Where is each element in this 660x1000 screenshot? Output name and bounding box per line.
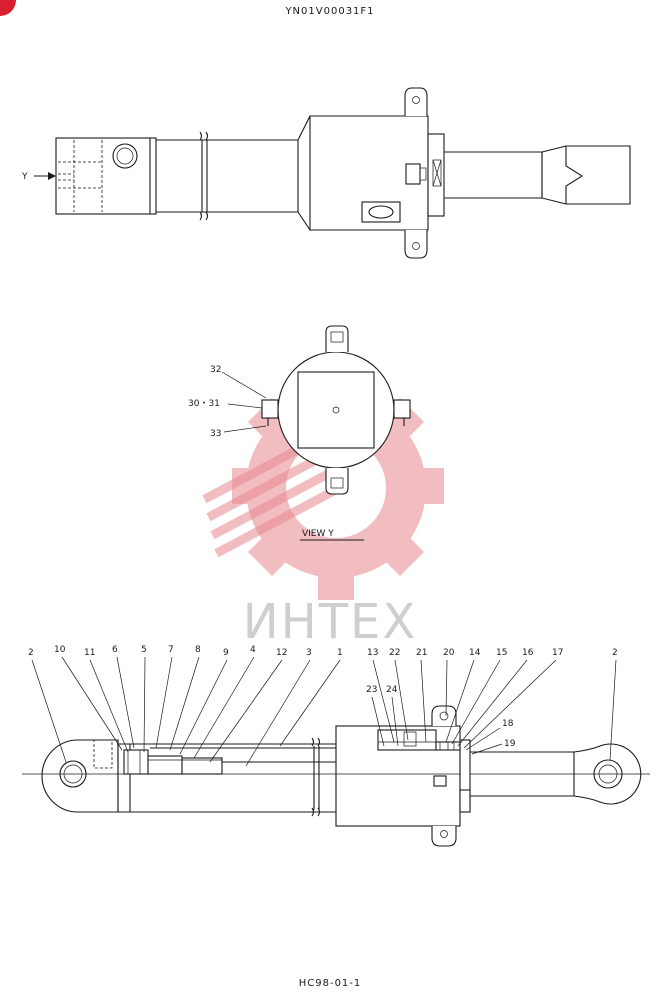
- callout-33: 33: [210, 429, 221, 439]
- callout-11: 11: [84, 648, 95, 658]
- callout-2-right: 2: [612, 648, 618, 658]
- callout-9: 9: [223, 648, 229, 658]
- callout-1: 1: [337, 648, 343, 658]
- callout-19: 19: [504, 739, 516, 749]
- top-view: Y: [21, 87, 631, 259]
- corner-red-mark: [0, 0, 16, 16]
- callout-14: 14: [469, 648, 481, 658]
- callout-8: 8: [195, 645, 201, 655]
- callout-3: 3: [306, 648, 312, 658]
- section-view: 2 10 11 6 5 7 8 9 4 12 3 1 13 22 21 20 1…: [22, 645, 650, 847]
- section-leaders: [31, 656, 617, 767]
- callout-20: 20: [443, 648, 455, 658]
- view-arrow-label: Y: [21, 172, 28, 182]
- callout-13: 13: [367, 648, 378, 658]
- callout-10: 10: [54, 645, 66, 655]
- section-callouts: 2 10 11 6 5 7 8 9 4 12 3 1 13 22 21 20 1…: [28, 645, 618, 749]
- view-y: 32 30・31 33 VIEW Y: [188, 325, 411, 541]
- page-code: HC98-01-1: [299, 978, 362, 989]
- callout-17: 17: [552, 648, 563, 658]
- callout-18: 18: [502, 719, 514, 729]
- callout-5: 5: [141, 645, 147, 655]
- callout-22: 22: [389, 648, 400, 658]
- callout-32: 32: [210, 365, 221, 375]
- callout-4: 4: [250, 645, 256, 655]
- callout-6: 6: [112, 645, 118, 655]
- view-caption: VIEW Y: [302, 529, 334, 539]
- callout-2-left: 2: [28, 648, 34, 658]
- callout-12: 12: [276, 648, 287, 658]
- callout-30-31: 30・31: [188, 399, 220, 409]
- watermark-text: ИНТЕХ: [243, 594, 418, 650]
- doc-code: YN01V00031F1: [284, 6, 374, 17]
- callout-16: 16: [522, 648, 534, 658]
- callout-21: 21: [416, 648, 427, 658]
- callout-7: 7: [168, 645, 174, 655]
- callout-15: 15: [496, 648, 507, 658]
- callout-23: 23: [366, 685, 377, 695]
- callout-24: 24: [386, 685, 398, 695]
